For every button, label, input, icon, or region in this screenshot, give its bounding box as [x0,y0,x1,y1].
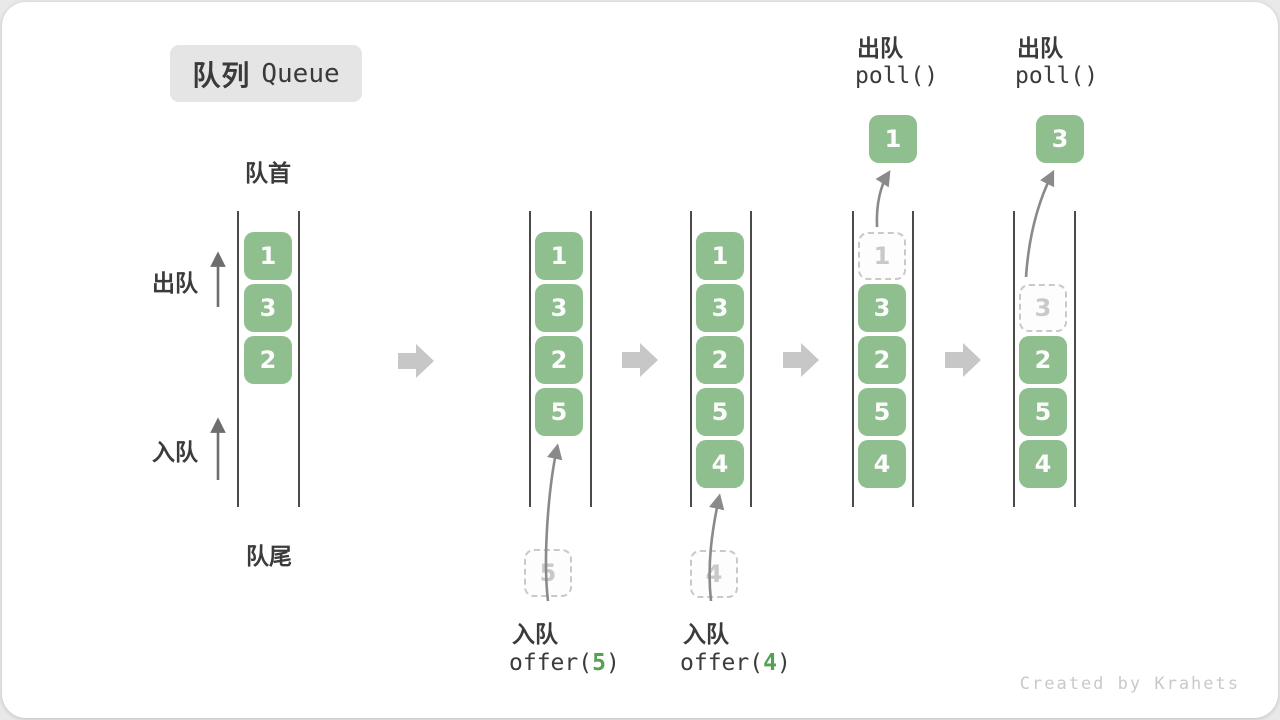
queue-cell: 5 [858,388,906,436]
queue-cell: 4 [696,440,744,488]
queue5-right-line [1074,211,1076,507]
queue-cell: 2 [858,336,906,384]
enqueue-op-code: offer(4) [680,650,791,676]
dequeue-op-label: 出队 [1017,35,1063,61]
queue-cell: 2 [244,336,292,384]
title-badge: 队列 Queue [170,45,362,102]
code-text: offer( [509,650,593,676]
queue-cell-removed: 1 [858,232,906,280]
queue-cell: 4 [1019,440,1067,488]
queue4-left-line [852,211,854,507]
code-text: ) [605,650,620,676]
queue-cell: 1 [244,232,292,280]
enqueue-op-code: offer(5) [509,650,620,676]
enqueue-op-label: 入队 [512,621,558,647]
queue2-right-line [590,211,592,507]
queue-cell: 1 [535,232,583,280]
dequeue-op-code: poll() [855,63,939,89]
queue-cell: 2 [1019,336,1067,384]
queue-cell: 3 [244,284,292,332]
queue-cell-pending: 4 [690,550,738,598]
label-enqueue-side: 入队 [152,439,198,465]
title-en: Queue [261,58,340,89]
queue-cell: 1 [696,232,744,280]
code-arg: 4 [763,650,777,676]
label-dequeue-side: 出队 [152,270,198,296]
queue4-right-line [912,211,914,507]
queue-cell: 3 [535,284,583,332]
code-text: ) [776,650,791,676]
label-queue-front: 队首 [245,160,291,186]
queue-cell: 3 [858,284,906,332]
dequeue-op-label: 出队 [857,35,903,61]
queue-cell: 5 [535,388,583,436]
queue-cell: 2 [696,336,744,384]
code-text: offer( [680,650,764,676]
queue-cell: 5 [696,388,744,436]
title-zh: 队列 [192,59,251,91]
queue1-right-line [298,211,300,507]
queue3-left-line [690,211,692,507]
dequeue-op-code: poll() [1015,63,1099,89]
queue-cell-pending: 5 [524,549,572,597]
code-arg: 5 [592,650,606,676]
queue5-left-line [1013,211,1015,507]
queue1-left-line [237,211,239,507]
queue-cell: 5 [1019,388,1067,436]
queue-cell-popped: 3 [1036,115,1084,163]
queue2-left-line [529,211,531,507]
queue-cell-popped: 1 [869,115,917,163]
label-queue-rear: 队尾 [246,543,292,569]
queue-cell: 3 [696,284,744,332]
watermark: Created by Krahets [1019,674,1240,694]
enqueue-op-label: 入队 [683,621,729,647]
queue-cell: 2 [535,336,583,384]
queue-cell-removed: 3 [1019,284,1067,332]
queue-cell: 4 [858,440,906,488]
queue3-right-line [750,211,752,507]
